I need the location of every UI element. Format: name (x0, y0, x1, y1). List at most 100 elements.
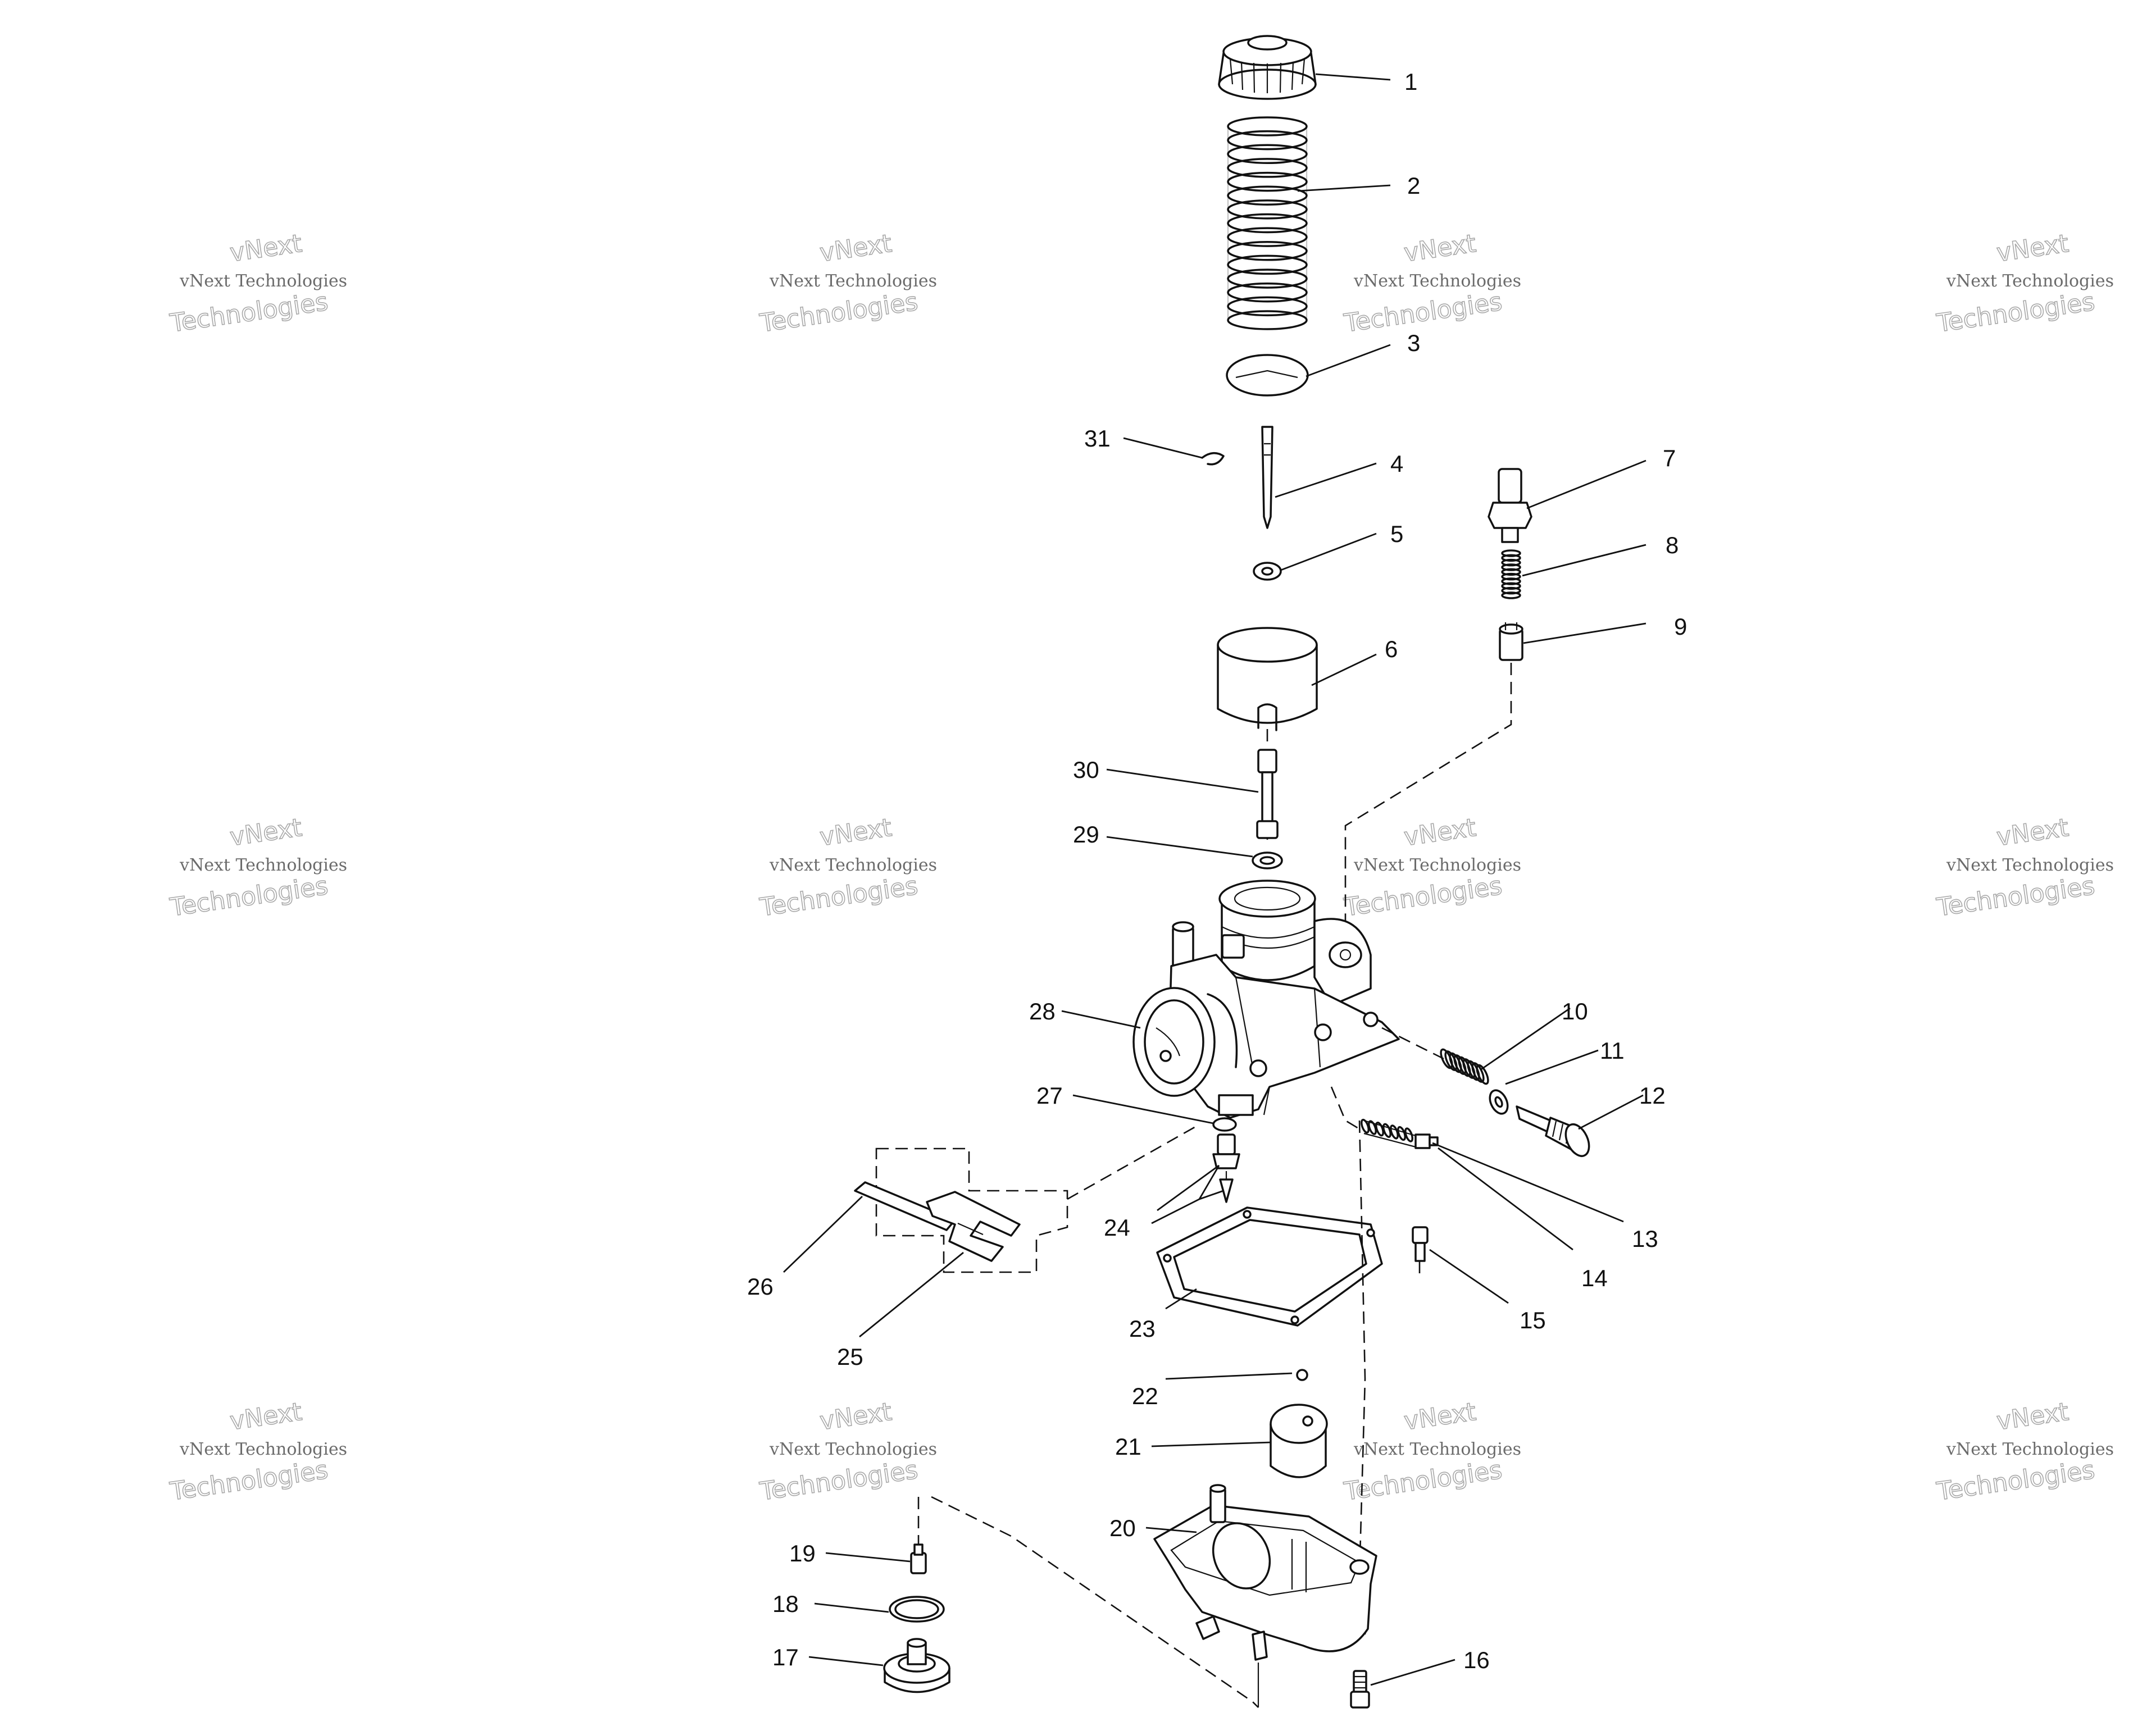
callout-11: 11 (1600, 1037, 1625, 1064)
watermark-text: vNext Technologies (1353, 271, 1521, 291)
svg-text:Technologies: Technologies (168, 872, 330, 922)
svg-text:Technologies: Technologies (758, 288, 920, 338)
svg-text:Technologies: Technologies (758, 872, 920, 922)
callout-9: 9 (1674, 613, 1687, 640)
svg-text:Technologies: Technologies (1935, 288, 2096, 338)
watermark-text: vNext Technologies (769, 271, 937, 291)
watermark-text: vNext Technologies (179, 271, 347, 291)
callout-23: 23 (1129, 1315, 1156, 1342)
svg-text:Technologies: Technologies (1935, 872, 2096, 922)
part-28-carburetor-body (1132, 880, 1400, 1119)
callout-19: 19 (789, 1540, 816, 1566)
part-21-float (1270, 1404, 1328, 1478)
callout-13: 13 (1632, 1226, 1658, 1252)
parts-drawing (854, 35, 1590, 1709)
part-22-ball (1296, 1369, 1308, 1381)
callout-labels: 1 2 3 4 5 6 7 8 9 10 11 12 13 14 15 16 1… (747, 69, 1687, 1673)
part-19-main-jet (910, 1543, 927, 1574)
watermark-text: vNext Technologies (769, 855, 937, 875)
part-13-14-pilot-screw (1361, 1118, 1439, 1149)
part-9-plunger (1499, 622, 1523, 661)
leader-lines (783, 73, 1646, 1686)
part-7-fitting (1488, 468, 1532, 543)
svg-text:vNext: vNext (818, 813, 893, 851)
callout-24: 24 (1104, 1214, 1130, 1241)
svg-text:Technologies: Technologies (1935, 1456, 2096, 1506)
part-10-spring (1440, 1048, 1489, 1085)
svg-text:vNext: vNext (228, 813, 303, 851)
part-27-washer (1212, 1117, 1237, 1132)
svg-text:vNext: vNext (818, 1397, 893, 1436)
callout-25: 25 (837, 1344, 863, 1370)
callout-2: 2 (1407, 172, 1420, 199)
callout-21: 21 (1115, 1433, 1141, 1460)
svg-text:vNext: vNext (228, 1397, 303, 1436)
watermark-text: vNext Technologies (1353, 1440, 1521, 1459)
callout-14: 14 (1581, 1265, 1608, 1291)
part-16-screw (1350, 1670, 1370, 1709)
svg-text:vNext: vNext (1402, 1397, 1477, 1436)
callout-17: 17 (772, 1644, 799, 1670)
callout-3: 3 (1407, 330, 1420, 356)
part-18-o-ring (889, 1596, 945, 1623)
watermark-text: vNext Technologies (1946, 855, 2114, 875)
part-25-float-arm (926, 1191, 1021, 1262)
callout-26: 26 (747, 1273, 774, 1300)
watermark-text: vNext Technologies (769, 1440, 937, 1459)
svg-text:Technologies: Technologies (1342, 872, 1504, 922)
svg-text:vNext: vNext (1402, 229, 1477, 267)
part-31-clip (1201, 452, 1225, 466)
watermark-text: vNext Technologies (179, 1440, 347, 1459)
svg-text:vNext: vNext (818, 229, 893, 267)
svg-text:Technologies: Technologies (758, 1456, 920, 1506)
svg-text:vNext: vNext (228, 229, 303, 267)
callout-16: 16 (1463, 1647, 1490, 1673)
part-23-gasket (1156, 1206, 1383, 1327)
svg-text:Technologies: Technologies (1342, 288, 1504, 338)
callout-28: 28 (1029, 998, 1056, 1024)
callout-7: 7 (1663, 445, 1676, 471)
svg-text:vNext: vNext (1995, 813, 2070, 851)
watermark-text: vNext Technologies (1946, 271, 2114, 291)
part-29-o-ring (1252, 851, 1283, 869)
part-17-drain-plug (883, 1638, 950, 1693)
watermark-text: vNext Technologies (179, 855, 347, 875)
callout-5: 5 (1390, 521, 1403, 547)
svg-text:Technologies: Technologies (1342, 1456, 1504, 1506)
part-2-spring (1227, 116, 1308, 330)
callout-22: 22 (1132, 1383, 1158, 1409)
part-3-plate (1226, 354, 1309, 397)
callout-30: 30 (1073, 757, 1099, 783)
callout-4: 4 (1390, 450, 1403, 477)
svg-text:Technologies: Technologies (168, 1456, 330, 1506)
part-20-float-bowl (1153, 1484, 1377, 1661)
svg-text:vNext: vNext (1402, 813, 1477, 851)
callout-12: 12 (1639, 1082, 1666, 1109)
svg-text:vNext: vNext (1995, 1397, 2070, 1436)
watermark-text: vNext Technologies (1353, 855, 1521, 875)
part-12-air-screw (1516, 1105, 1590, 1157)
part-11-washer (1489, 1089, 1509, 1115)
part-5-washer (1253, 562, 1282, 581)
part-4-needle (1261, 426, 1273, 529)
callout-20: 20 (1109, 1515, 1136, 1541)
svg-text:vNext: vNext (1995, 229, 2070, 267)
callout-1: 1 (1404, 69, 1417, 95)
svg-text:Technologies: Technologies (168, 288, 330, 338)
callout-27: 27 (1036, 1082, 1063, 1109)
part-8-small-spring (1501, 549, 1521, 599)
